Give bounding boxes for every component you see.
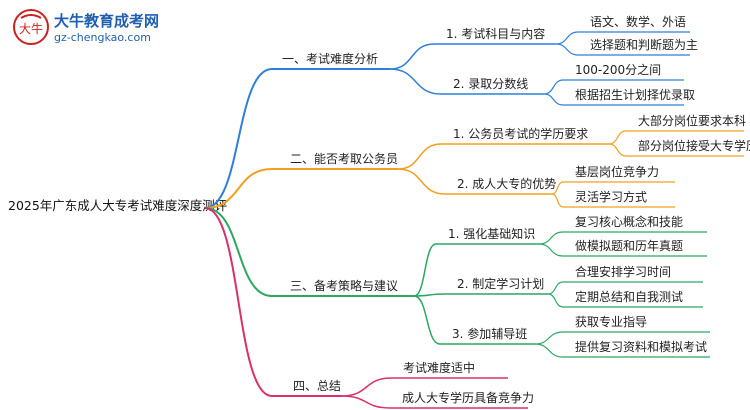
logo-url: gz-chengkao.com	[54, 31, 151, 44]
child-node: 1. 公务员考试的学历要求	[453, 126, 588, 141]
leaf-node: 复习核心概念和技能	[575, 214, 683, 229]
site-logo: 大牛 大牛教育成考网 gz-chengkao.com	[6, 6, 176, 50]
leaf-connector	[534, 331, 564, 345]
leaf-node: 获取专业指导	[575, 314, 647, 329]
leaf-node: 定期总结和自我测试	[575, 289, 683, 304]
leaf-connector	[551, 193, 564, 208]
leaf-connector	[608, 130, 627, 145]
child-connector	[413, 243, 437, 297]
leaf-connector	[547, 293, 564, 308]
child-connector	[389, 43, 435, 70]
leaf-node: 语文、数学、外语	[590, 14, 686, 29]
branch-node: 一、考试难度分析	[282, 51, 378, 66]
leaf-node: 合理安排学习时间	[575, 264, 671, 279]
leaf-node: 选择题和判断题为主	[590, 37, 698, 52]
leaf-node: 根据招生计划择优录取	[575, 88, 695, 102]
child-connector	[341, 395, 391, 409]
leaf-node: 灵活学习方式	[575, 189, 647, 204]
branch-connector	[204, 168, 273, 209]
leaf-node: 做模拟题和历年真题	[575, 238, 683, 253]
logo-title: 大牛教育成考网	[54, 12, 160, 30]
leaf-connector	[555, 31, 579, 45]
child-node: 成人大专学历具备竞争力	[402, 390, 534, 405]
child-connector	[389, 68, 442, 95]
branch-node: 三、备考策略与建议	[290, 278, 398, 293]
child-connector	[341, 377, 392, 397]
leaf-connector	[555, 43, 579, 56]
child-node: 考试难度适中	[403, 360, 475, 375]
leaf-connector	[538, 243, 564, 257]
leaf-node: 大部分岗位要求本科	[638, 113, 746, 128]
child-node: 3. 参加辅导班	[452, 326, 527, 341]
leaf-node: 提供复习资料和模拟考试	[575, 339, 707, 354]
logo-mark-icon: 大牛	[13, 9, 49, 45]
branch-connector	[204, 68, 273, 209]
leaf-connector	[534, 343, 564, 358]
child-node: 2. 成人大专的优势	[457, 176, 556, 191]
leaf-node: 基层岗位竞争力	[575, 164, 659, 179]
logo-mark-text: 大牛	[19, 21, 43, 36]
leaf-connector	[547, 281, 564, 295]
leaf-node: 100-200分之间	[575, 63, 661, 77]
child-connector	[397, 168, 446, 195]
branch-connector	[204, 207, 273, 397]
child-node: 1. 强化基础知识	[448, 227, 535, 241]
leaf-connector	[608, 143, 627, 157]
leaf-connector	[551, 181, 564, 195]
child-connector	[413, 293, 446, 297]
child-node: 1. 考试科目与内容	[446, 26, 545, 41]
child-node: 2. 制定学习计划	[457, 276, 544, 291]
branch-connector	[204, 207, 273, 297]
child-connector	[397, 143, 442, 170]
branch-node: 二、能否考取公务员	[290, 151, 398, 166]
leaf-connector	[538, 231, 564, 245]
child-node: 2. 录取分数线	[453, 76, 528, 91]
child-connector	[413, 295, 441, 345]
leaf-connector	[543, 79, 564, 95]
root-node: 2025年广东成人大专考试难度深度测评	[8, 198, 227, 213]
leaf-node: 部分岗位接受大专学历	[638, 138, 750, 153]
leaf-connector	[543, 93, 564, 106]
branch-node: 四、总结	[293, 379, 341, 393]
